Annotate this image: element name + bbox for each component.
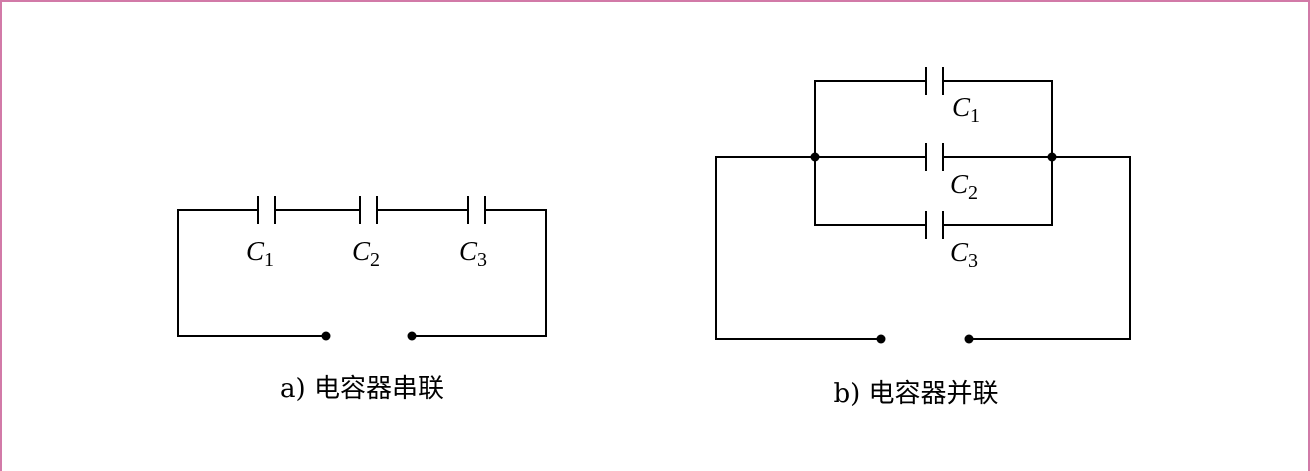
- series-circuit: C1 C2 C3 a) 电容器串联: [177, 196, 547, 404]
- series-terminal-left: [321, 331, 331, 341]
- parallel-label-c2: C2: [950, 169, 978, 204]
- parallel-caption: b) 电容器并联: [833, 379, 998, 409]
- parallel-capacitor-c3: [925, 211, 944, 239]
- series-terminal-right: [407, 331, 417, 341]
- parallel-junction-right: [1047, 152, 1057, 162]
- parallel-capacitor-c1: [925, 67, 944, 95]
- parallel-junction-left: [810, 152, 820, 162]
- parallel-terminal-left: [876, 334, 886, 344]
- parallel-terminal-right: [964, 334, 974, 344]
- parallel-capacitor-c2: [925, 143, 944, 171]
- parallel-label-c3: C3: [950, 237, 978, 272]
- parallel-circuit: C1 C2 C3 b) 电容器并联: [715, 67, 1131, 409]
- series-capacitor-c3: [467, 196, 486, 224]
- series-caption: a) 电容器串联: [280, 374, 444, 404]
- series-label-c1: C1: [246, 236, 274, 271]
- series-label-c2: C2: [352, 236, 380, 271]
- series-capacitor-c2: [359, 196, 378, 224]
- series-label-c3: C3: [459, 236, 487, 271]
- series-capacitor-c1: [257, 196, 276, 224]
- parallel-label-c1: C1: [952, 92, 980, 127]
